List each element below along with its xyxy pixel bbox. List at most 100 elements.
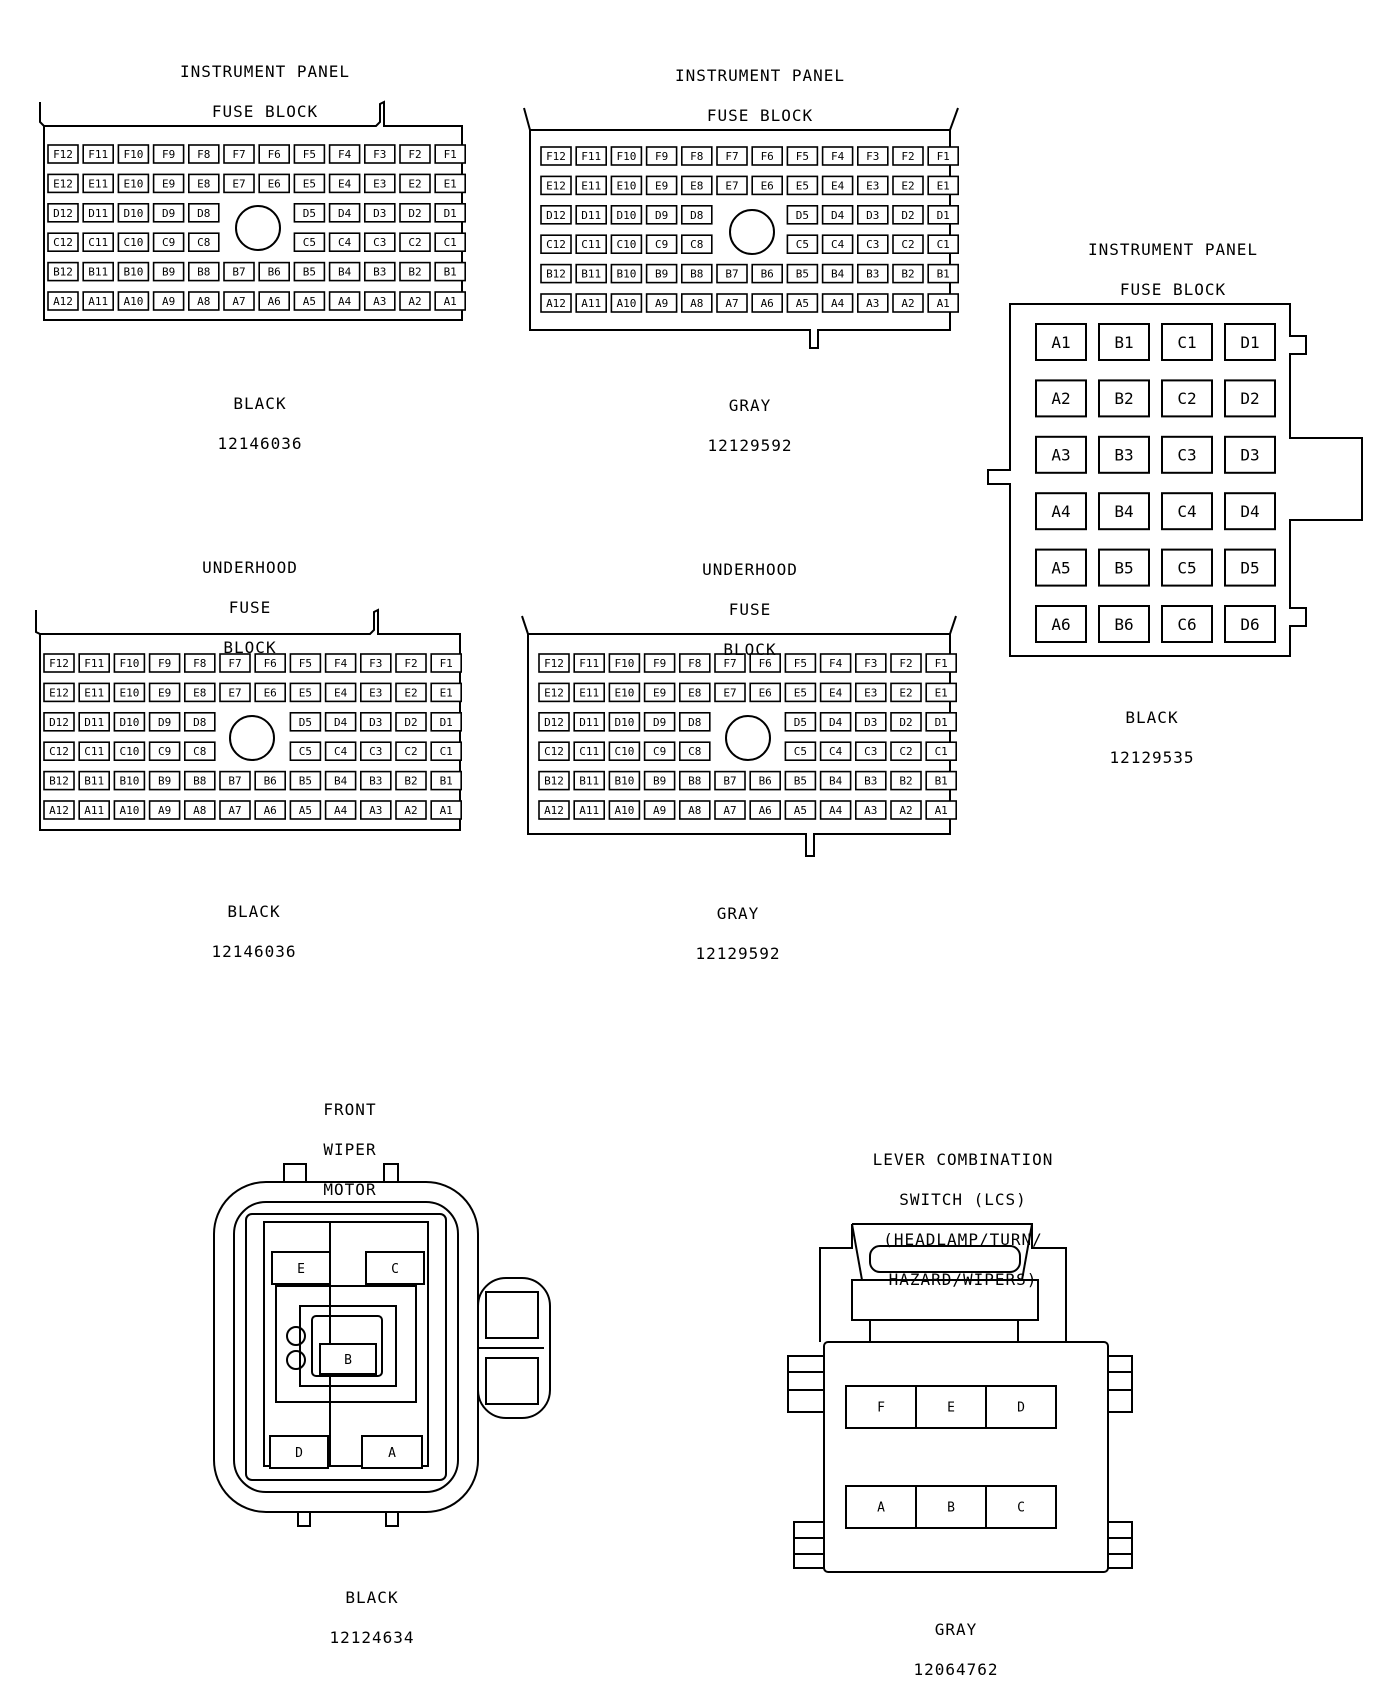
cavity-e3: E3 (363, 173, 396, 194)
cavity-label: C (1017, 1501, 1025, 1516)
cavity-e12: E12 (540, 175, 572, 196)
cavity-f9: F9 (148, 653, 181, 673)
cavity-b7: B7 (223, 261, 255, 282)
cavity-d11: D11 (78, 711, 110, 732)
cavity-label: C1 (440, 745, 453, 758)
cavity-label: B4 (829, 775, 843, 788)
ip-small-color: BLACK 12129535 (1109, 708, 1195, 767)
cavity-e12: E12 (43, 682, 75, 703)
cavity-label: D (1017, 1401, 1025, 1416)
cavity-b11: B11 (573, 770, 606, 791)
cavity-a6: A6 (1035, 605, 1087, 643)
cavity-c5: C5 (786, 234, 819, 254)
cavity-b9: B9 (148, 770, 181, 791)
cavity-label: E11 (579, 686, 599, 699)
cavity-a6: A6 (258, 291, 291, 311)
cavity-label: D12 (544, 716, 564, 729)
cavity-d8: D8 (680, 205, 713, 225)
cavity-f3: F3 (359, 653, 392, 673)
cavity-label: B10 (119, 775, 139, 788)
cavity-label: A8 (690, 297, 703, 310)
cavity-f1: F1 (430, 653, 463, 673)
cavity-c4: C4 (328, 232, 361, 252)
cavity-a8: A8 (680, 293, 713, 313)
cavity-f8: F8 (188, 144, 220, 164)
cavity-b10: B10 (608, 770, 641, 791)
cavity-d2: D2 (399, 203, 431, 223)
cavity-a5: A5 (786, 293, 819, 313)
cavity-b5: B5 (786, 263, 819, 284)
cavity-label: D1 (440, 716, 453, 729)
cavity-label: E2 (901, 179, 914, 192)
cavity-label: D5 (794, 716, 807, 729)
cavity-label: E11 (88, 177, 108, 190)
cavity-f11: F11 (573, 653, 606, 673)
cavity-f6: F6 (254, 653, 286, 673)
cavity-label: F1 (937, 150, 950, 163)
cavity-label: D1 (937, 209, 950, 222)
cavity-label: F3 (373, 148, 386, 161)
cavity-a7: A7 (219, 800, 251, 820)
cavity-label: B2 (1114, 389, 1133, 408)
cavity-c3: C3 (856, 234, 889, 254)
cavity-label: F8 (197, 148, 210, 161)
center-post (229, 715, 275, 761)
cavity-label: C6 (1177, 615, 1196, 634)
cavity-label: F7 (725, 150, 738, 163)
cavity-a11: A11 (575, 293, 608, 313)
cavity-label: A10 (614, 804, 634, 817)
cavity-b1: B1 (1098, 323, 1150, 361)
cavity-label: B1 (937, 268, 950, 281)
cavity-label: C12 (53, 236, 73, 249)
cavity-label: D4 (338, 207, 352, 220)
cavity-a: A (845, 1485, 917, 1529)
cavity-f11: F11 (575, 146, 608, 166)
cavity-a1: A1 (927, 293, 960, 313)
cavity-label: A11 (84, 804, 104, 817)
cavity-label: C11 (88, 236, 108, 249)
cavity-label: E4 (829, 686, 843, 699)
cavity-e11: E11 (575, 175, 608, 196)
ip-gray-title: INSTRUMENT PANEL FUSE BLOCK (674, 66, 846, 125)
cavity-label: F2 (408, 148, 421, 161)
cavity-label: A6 (761, 297, 774, 310)
cavity-d4: D4 (324, 711, 357, 732)
cavity-c2: C2 (395, 741, 427, 762)
cavity-a12: A12 (540, 293, 572, 313)
cavity-label: A (877, 1501, 885, 1516)
cavity-label: B10 (616, 268, 636, 281)
ip-small-outline (987, 303, 1363, 657)
cavity-label: F10 (123, 148, 143, 161)
cavity-d4: D4 (328, 203, 361, 223)
cavity-b11: B11 (78, 770, 110, 791)
cavity-label: B6 (761, 268, 774, 281)
cavity-e1: E1 (430, 682, 463, 703)
wiper-color: BLACK 12124634 (329, 1588, 415, 1647)
cavity-label: B9 (162, 266, 175, 279)
cavity-b: B (319, 1343, 377, 1375)
cavity-d10: D10 (113, 711, 146, 732)
cavity-c5: C5 (784, 741, 817, 762)
cavity-label: F6 (268, 148, 281, 161)
cavity-label: A10 (123, 295, 143, 308)
cavity-label: E10 (119, 686, 139, 699)
cavity-f5: F5 (784, 653, 817, 673)
cavity-d5: D5 (289, 711, 322, 732)
cavity-b5: B5 (289, 770, 322, 791)
cavity-label: A12 (546, 297, 566, 310)
cavity-e6: E6 (254, 682, 286, 703)
cavity-label: C8 (197, 236, 210, 249)
cavity-label: D5 (303, 207, 316, 220)
cavity-label: F5 (303, 148, 316, 161)
cavity-e: E (915, 1385, 987, 1429)
cavity-label: B9 (158, 775, 171, 788)
cavity-a12: A12 (538, 800, 570, 820)
cavity-label: B8 (193, 775, 206, 788)
cavity-e5: E5 (786, 175, 819, 196)
cavity-label: A11 (581, 297, 601, 310)
cavity-b10: B10 (117, 261, 150, 282)
cavity-label: C2 (901, 238, 914, 251)
cavity-b5: B5 (293, 261, 326, 282)
cavity-b8: B8 (188, 261, 220, 282)
cavity-label: F12 (544, 657, 564, 670)
